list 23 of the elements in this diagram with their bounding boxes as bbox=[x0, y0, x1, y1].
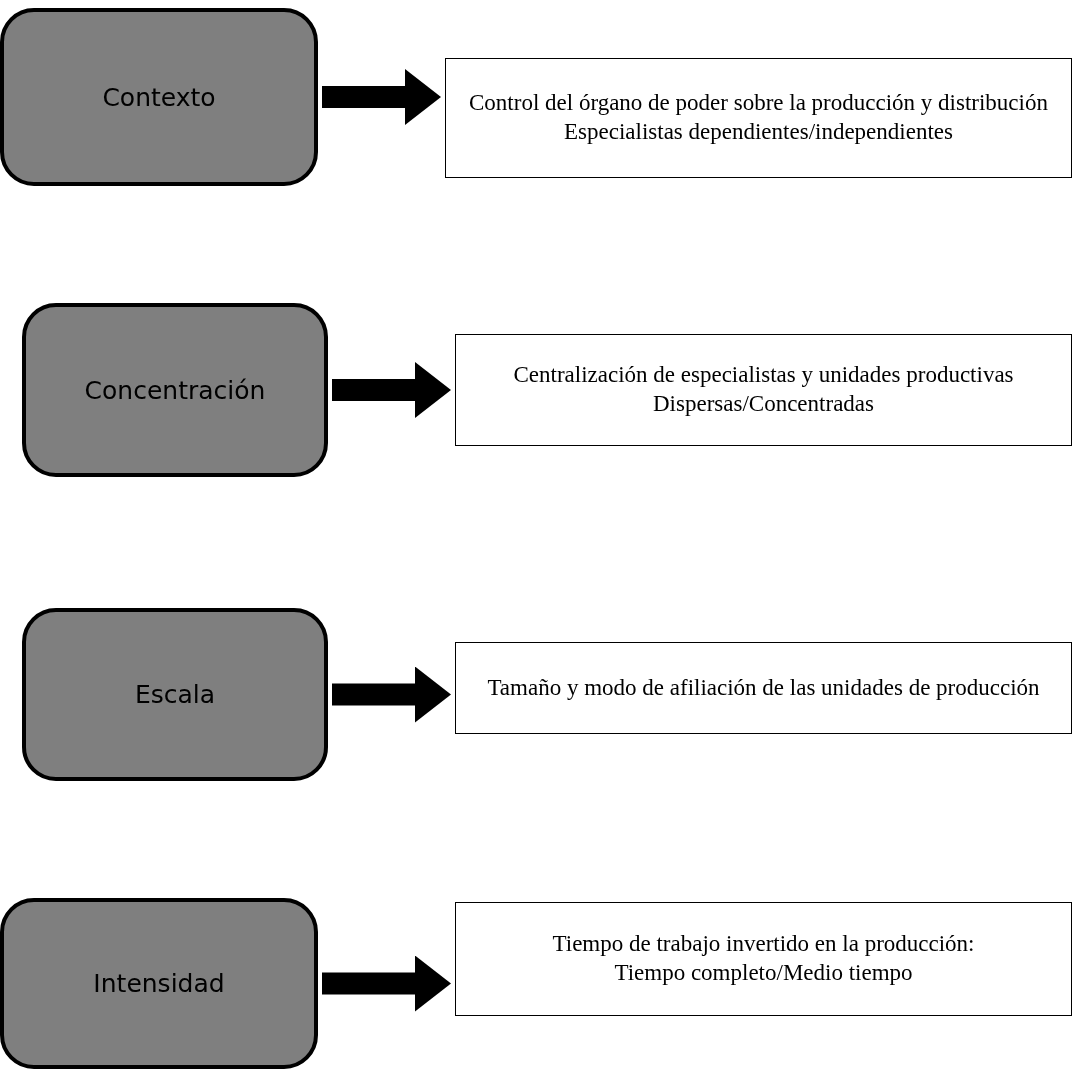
description-text: Especialistas dependientes/independientes bbox=[564, 118, 953, 146]
block-arrow bbox=[322, 955, 451, 1012]
block-arrow bbox=[322, 69, 441, 125]
description-box bbox=[455, 334, 1072, 446]
description-text: Tiempo de trabajo invertido en la producción: bbox=[552, 930, 975, 959]
description-box bbox=[455, 642, 1072, 734]
rounded-box bbox=[22, 303, 328, 477]
description-text: Dispersas/Concentradas bbox=[653, 390, 874, 418]
box-label: Intensidad bbox=[93, 969, 225, 998]
description-box bbox=[455, 902, 1072, 1016]
description-box bbox=[445, 58, 1072, 178]
box-label: Concentración bbox=[84, 375, 266, 405]
block-arrow bbox=[332, 362, 451, 418]
description-text: Control del órgano de poder sobre la producción y distribución bbox=[469, 89, 1048, 118]
rounded-box bbox=[22, 608, 328, 781]
description-text: Centralización de especialistas y unidades productivas bbox=[513, 361, 1014, 390]
block-arrow bbox=[332, 666, 451, 723]
rounded-box bbox=[0, 898, 318, 1069]
box-label: Escala bbox=[134, 680, 216, 709]
description-text: Tiempo completo/Medio tiempo bbox=[614, 959, 913, 987]
box-label: Contexto bbox=[102, 82, 216, 112]
rounded-box bbox=[0, 8, 318, 186]
description-text: Tamaño y modo de afiliación de las unidades de producción bbox=[487, 673, 1040, 702]
